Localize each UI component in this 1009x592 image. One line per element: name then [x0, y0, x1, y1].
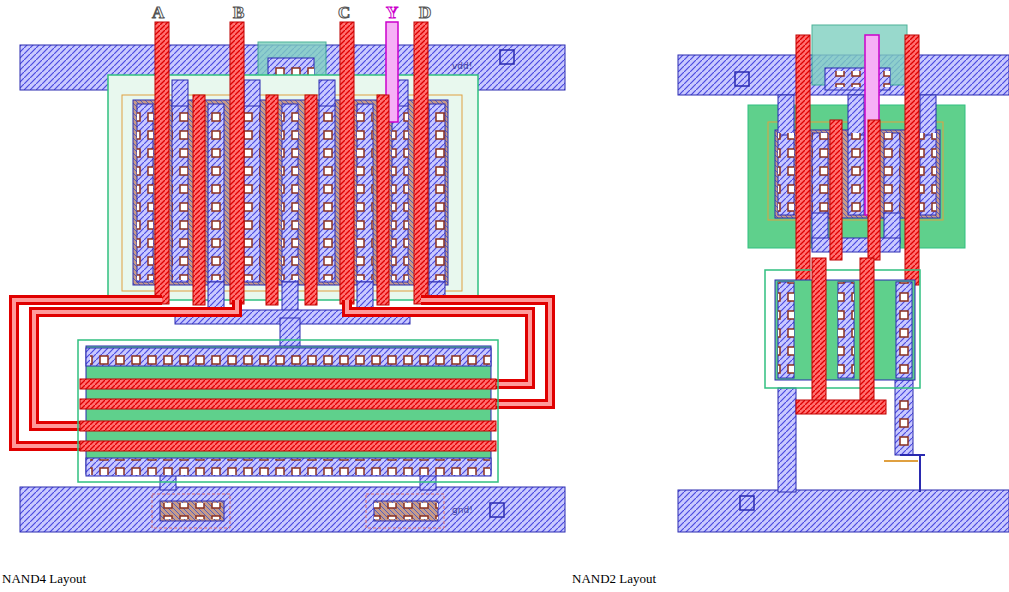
- layout-caption: NAND4 Layout: [2, 572, 86, 585]
- net-label: gnd!: [452, 506, 473, 515]
- net-label: vdd!: [452, 62, 472, 71]
- pin-label: Y: [386, 4, 398, 21]
- layout-caption: NAND2 Layout: [572, 572, 656, 585]
- pin-label: A: [152, 4, 164, 21]
- pin-label: C: [338, 4, 350, 21]
- pin-label: D: [419, 4, 431, 21]
- pin-label: B: [233, 4, 244, 21]
